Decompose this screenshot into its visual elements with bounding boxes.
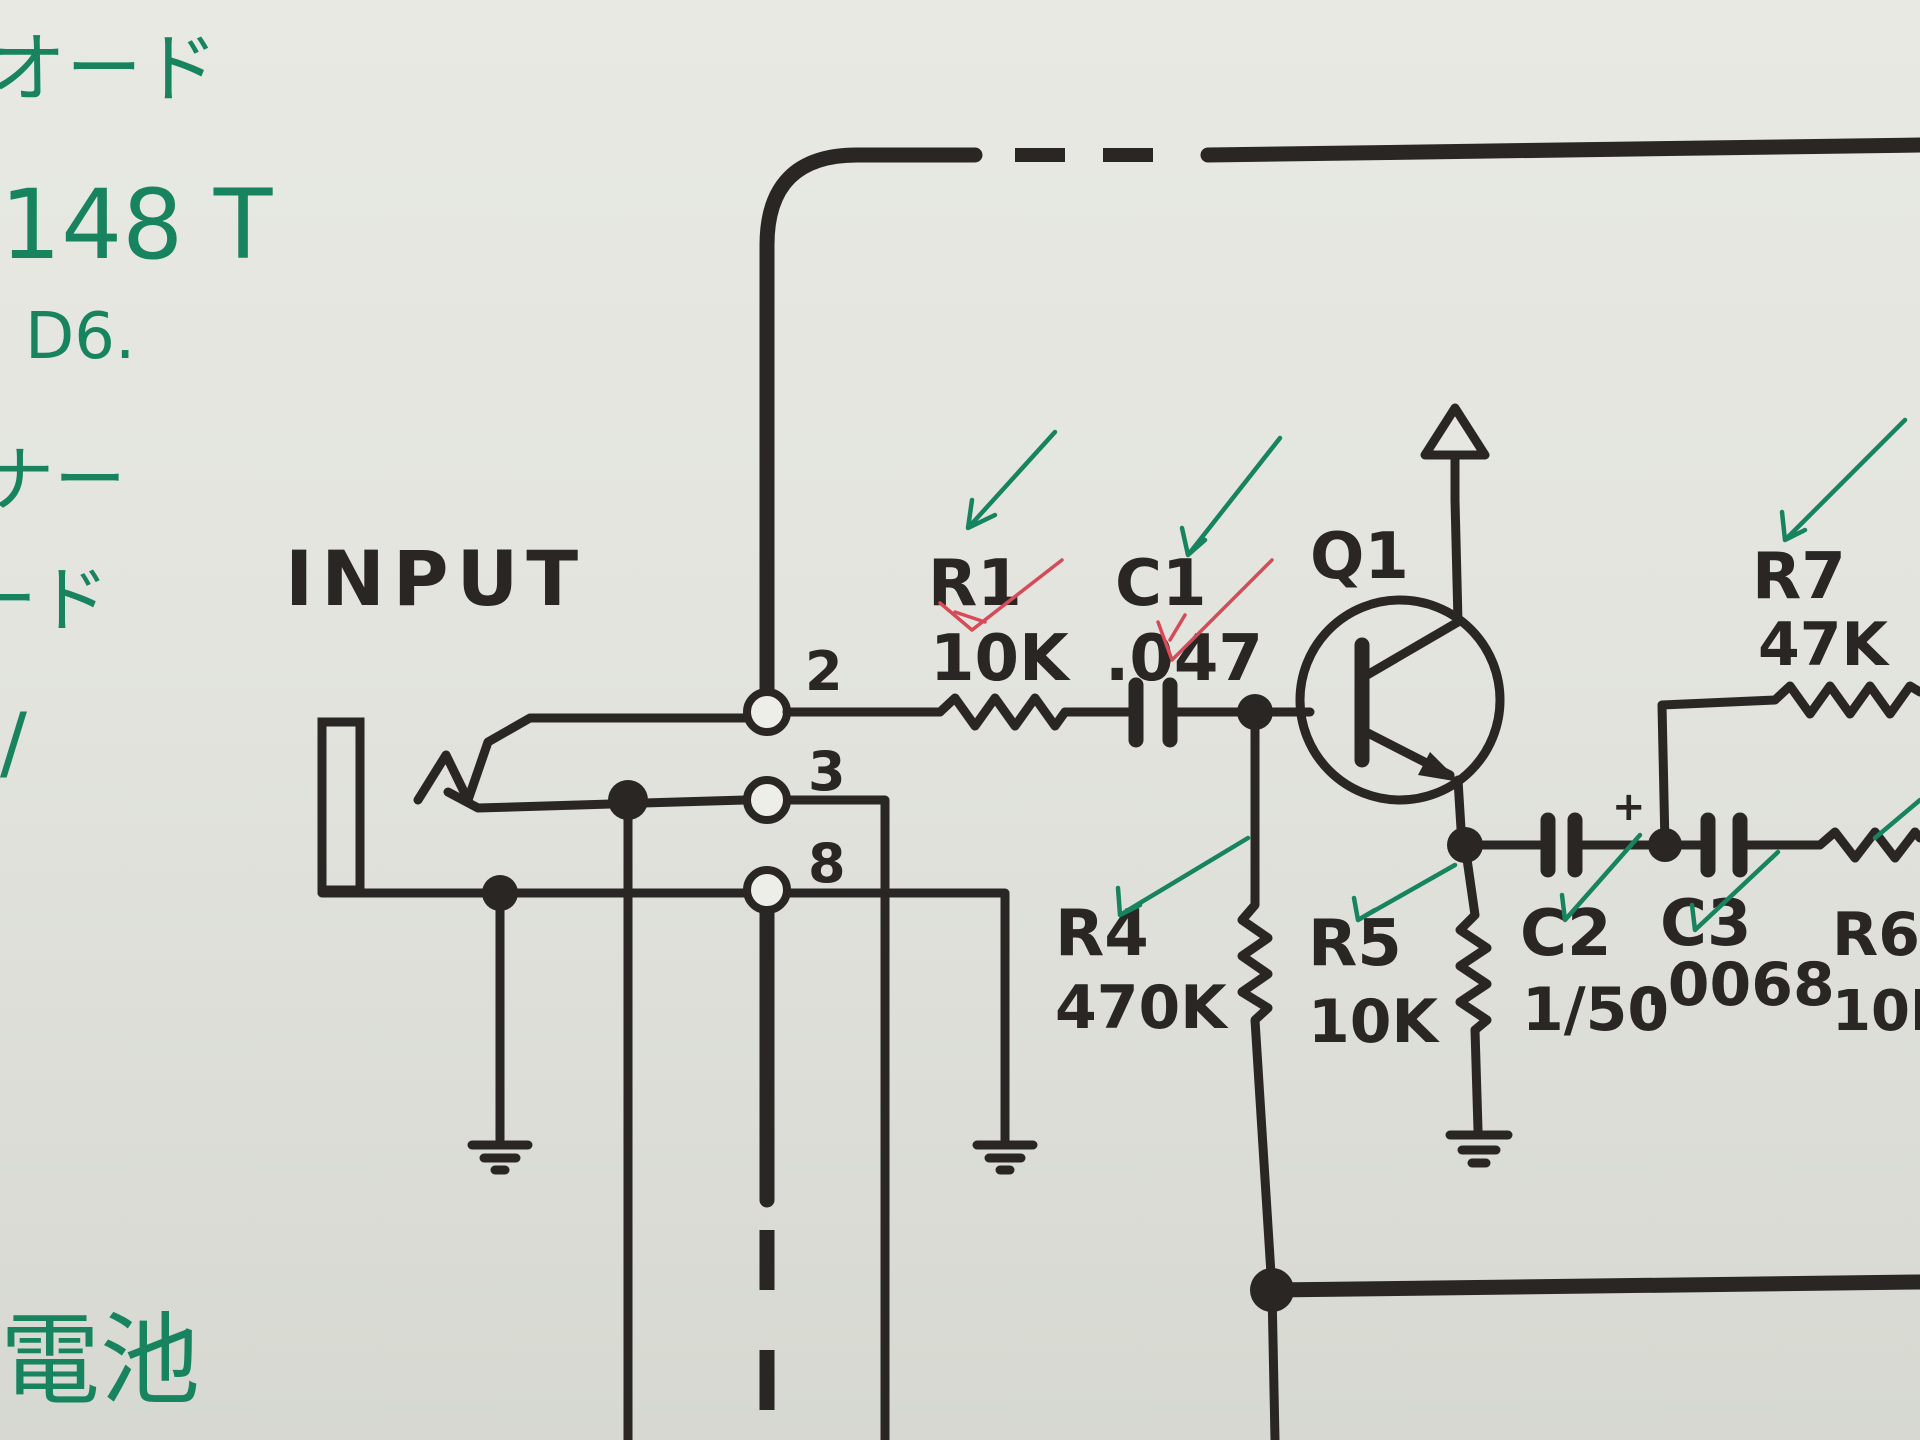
top-bus-wire <box>759 137 1920 698</box>
note-line-1: オード <box>0 24 218 113</box>
jack-wiring <box>482 780 1010 1440</box>
c2-value: 1/50 <box>1522 975 1669 1045</box>
check-mark-c2 <box>1559 832 1643 923</box>
r5-value: 10K <box>1308 987 1440 1057</box>
r7-value: 47K <box>1758 610 1890 680</box>
c3-designator: C3 <box>1660 887 1752 961</box>
red-check-c1 <box>1156 558 1274 662</box>
red-check-r1 <box>938 558 1064 632</box>
note-line-5: ード <box>0 558 109 642</box>
margin-notes: オード 148 T D6. ナー ード / 電池 <box>0 24 273 1419</box>
check-mark-r6 <box>1872 797 1920 841</box>
r4-value: 470K <box>1055 973 1229 1043</box>
pin-3-label: 3 <box>808 740 846 803</box>
resistor-r4 <box>1237 707 1277 1295</box>
r6-designator: R6 <box>1832 900 1920 970</box>
q1-designator: Q1 <box>1310 520 1409 594</box>
c2-polarity-mark: + <box>1612 784 1646 830</box>
c1-designator: C1 <box>1115 547 1207 621</box>
r1-value: 10K <box>930 622 1071 696</box>
red-check-marks <box>938 558 1274 662</box>
c1-value: .047 <box>1105 622 1263 696</box>
pin-8-label: 8 <box>808 832 846 895</box>
check-mark-r7 <box>1779 417 1908 543</box>
check-mark-r5 <box>1351 862 1458 923</box>
check-mark-r4 <box>1115 835 1251 918</box>
transistor-q1 <box>1295 495 1505 850</box>
green-check-marks <box>965 417 1920 933</box>
note-line-4: ナー <box>0 438 126 522</box>
r1-designator: R1 <box>928 547 1022 621</box>
ground-symbol-pin8 <box>972 1140 1038 1175</box>
r7-designator: R7 <box>1752 540 1846 614</box>
ground-symbol-jack <box>467 1140 533 1175</box>
connector-pin-3 <box>743 776 791 824</box>
check-mark-c1 <box>1179 435 1283 558</box>
connector-pins <box>743 688 791 914</box>
r6-value: 10K <box>1832 979 1920 1044</box>
bias-rail <box>1250 1268 1920 1440</box>
note-line-3: D6. <box>25 300 135 374</box>
supply-arrow-icon <box>1420 403 1490 505</box>
note-line-6: / <box>0 696 27 789</box>
note-battery: 電池 <box>0 1302 200 1419</box>
check-mark-r1 <box>965 429 1058 531</box>
connector-pin-8 <box>743 866 791 914</box>
r5-designator: R5 <box>1308 907 1402 981</box>
input-jack <box>317 713 750 898</box>
note-line-2: 148 T <box>0 169 273 281</box>
connector-pin-2 <box>743 688 791 736</box>
input-label: INPUT <box>285 534 586 623</box>
pin-2-label: 2 <box>805 640 843 703</box>
check-mark-c3 <box>1689 849 1781 933</box>
c3-value: .0068 <box>1645 950 1835 1020</box>
tone-network <box>1657 681 1920 878</box>
